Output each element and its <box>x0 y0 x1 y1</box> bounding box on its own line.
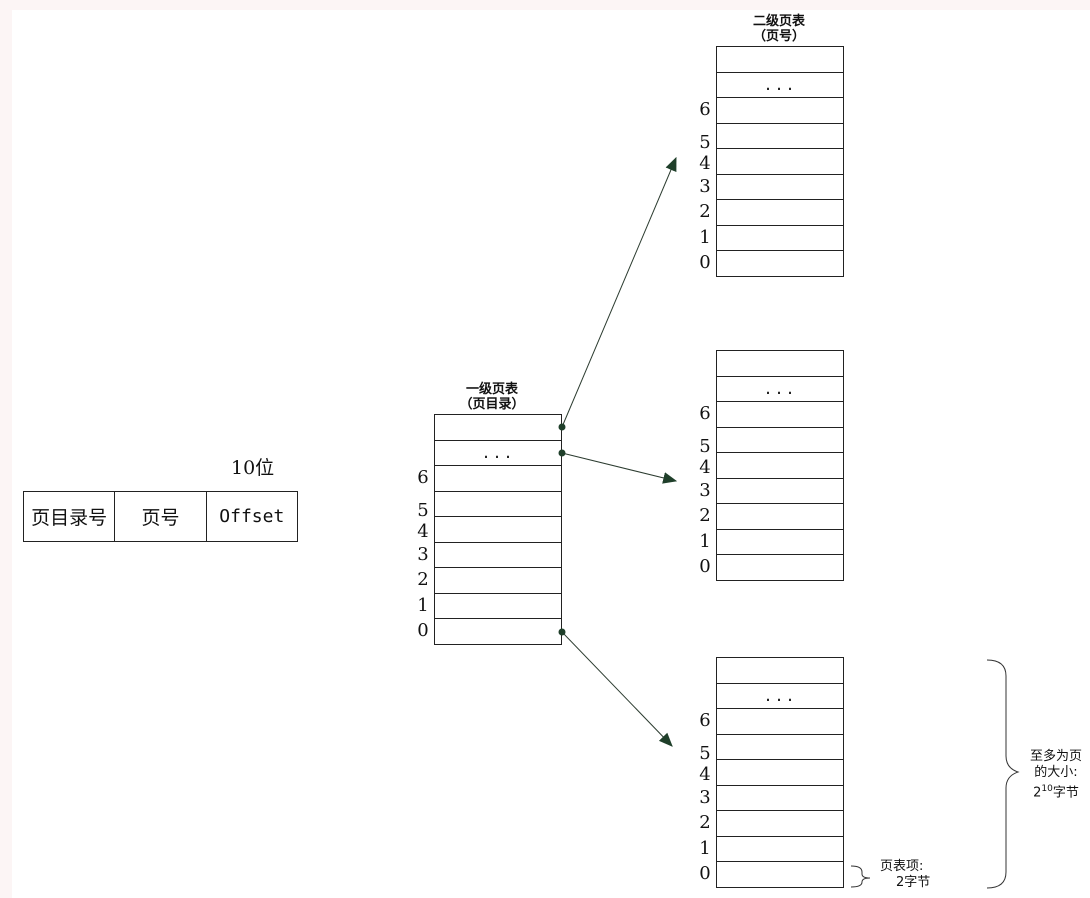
second-level-middle-entry-row <box>717 530 843 555</box>
second-level-middle-entry-row <box>717 504 843 530</box>
second-level-middle-entry-row <box>717 453 843 479</box>
second-level-top-index-6: 6 <box>699 99 711 120</box>
second-level-table-bottom: ... <box>716 657 844 888</box>
second-level-bottom-entry-row <box>717 837 843 862</box>
address-field-page: 页号 <box>115 492 207 541</box>
first-level-index-4: 4 <box>417 520 429 542</box>
second-level-title: 二级页表 （页号） <box>709 14 849 44</box>
offset-bits-label: 10位 <box>231 457 275 479</box>
first-level-entry-row <box>435 517 561 543</box>
first-level-index-3: 3 <box>417 543 429 565</box>
second-level-bottom-entry-row <box>717 760 843 786</box>
second-level-middle-index-6: 6 <box>699 403 711 424</box>
first-level-ellipsis-row: ... <box>435 441 561 466</box>
second-level-top-ellipsis-row: ... <box>717 73 843 98</box>
second-level-top-index-2: 2 <box>699 201 711 222</box>
second-level-middle-entry-row <box>717 402 843 428</box>
second-level-middle-entry-row <box>717 555 843 581</box>
max-size-line3: 210字节 <box>1024 781 1088 801</box>
max-size-line2: 的大小: <box>1034 765 1078 780</box>
second-level-top-entry-row <box>717 47 843 73</box>
second-level-middle-index-3: 3 <box>699 479 711 501</box>
second-level-top-entry-row <box>717 149 843 175</box>
second-level-middle-entry-row <box>717 479 843 504</box>
first-level-title-line2: （页目录） <box>459 397 525 412</box>
second-level-middle-ellipsis-row: ... <box>717 377 843 402</box>
second-level-bottom-index-6: 6 <box>699 710 711 731</box>
second-level-bottom-index-1: 1 <box>699 837 711 859</box>
address-field-offset: Offset <box>219 506 285 527</box>
second-level-middle-index-1: 1 <box>699 530 711 552</box>
second-level-top-index-3: 3 <box>699 175 711 197</box>
max-size-base: 2 <box>1033 785 1042 801</box>
second-level-top-index-4: 4 <box>699 152 711 174</box>
second-level-top-index-1: 1 <box>699 226 711 248</box>
first-level-entry-row <box>435 594 561 619</box>
first-level-title-line1: 一级页表 <box>465 382 518 397</box>
max-size-exponent: 10 <box>1041 784 1053 794</box>
diagram-canvas <box>12 10 1090 898</box>
first-level-entry-row <box>435 466 561 492</box>
second-level-title-line2: （页号） <box>752 29 805 44</box>
first-level-index-0: 0 <box>417 620 429 641</box>
second-level-middle-index-2: 2 <box>699 505 711 526</box>
second-level-bottom-entry-row <box>717 735 843 760</box>
max-size-line1: 至多为页 <box>1029 749 1082 764</box>
second-level-bottom-index-3: 3 <box>699 786 711 808</box>
second-level-top-entry-row <box>717 251 843 277</box>
second-level-top-entry-row <box>717 226 843 251</box>
first-level-table: ... <box>434 414 562 645</box>
first-level-index-1: 1 <box>417 594 429 616</box>
second-level-table-middle: ... <box>716 350 844 581</box>
second-level-title-line1: 二级页表 <box>752 14 805 29</box>
max-size-note: 至多为页 的大小: 210字节 <box>1024 749 1088 801</box>
second-level-top-entry-row <box>717 175 843 200</box>
second-level-middle-entry-row <box>717 351 843 377</box>
logical-address: 页目录号 页号 Offset <box>23 491 298 542</box>
entry-size-note: 页表项: 2字节 <box>880 859 930 891</box>
second-level-top-entry-row <box>717 98 843 124</box>
second-level-middle-entry-row <box>717 428 843 453</box>
second-level-top-index-0: 0 <box>699 252 711 273</box>
second-level-middle-index-0: 0 <box>699 556 711 577</box>
second-level-bottom-entry-row <box>717 811 843 837</box>
second-level-middle-index-5: 5 <box>699 436 711 458</box>
second-level-bottom-index-2: 2 <box>699 812 711 833</box>
second-level-top-index-5: 5 <box>699 132 711 154</box>
second-level-bottom-ellipsis-row: ... <box>717 684 843 709</box>
first-level-entry-row <box>435 492 561 517</box>
first-level-title: 一级页表 （页目录） <box>422 382 562 412</box>
first-level-entry-row <box>435 415 561 441</box>
second-level-middle-index-4: 4 <box>699 456 711 478</box>
second-level-bottom-index-5: 5 <box>699 743 711 765</box>
second-level-top-entry-row <box>717 200 843 226</box>
first-level-entry-row <box>435 568 561 594</box>
first-level-index-2: 2 <box>417 569 429 590</box>
entry-size-line1: 页表项: <box>880 859 924 874</box>
first-level-index-5: 5 <box>417 500 429 522</box>
address-field-directory: 页目录号 <box>24 492 116 541</box>
entry-size-line2: 2字节 <box>896 875 931 890</box>
first-level-entry-row <box>435 543 561 568</box>
second-level-bottom-index-0: 0 <box>699 863 711 884</box>
first-level-entry-row <box>435 619 561 645</box>
second-level-bottom-index-4: 4 <box>699 763 711 785</box>
max-size-unit: 字节 <box>1052 785 1079 801</box>
second-level-bottom-entry-row <box>717 862 843 888</box>
second-level-bottom-entry-row <box>717 658 843 684</box>
second-level-table-top: ... <box>716 46 844 277</box>
second-level-top-entry-row <box>717 124 843 149</box>
second-level-bottom-entry-row <box>717 786 843 811</box>
first-level-index-6: 6 <box>417 467 429 488</box>
second-level-bottom-entry-row <box>717 709 843 735</box>
